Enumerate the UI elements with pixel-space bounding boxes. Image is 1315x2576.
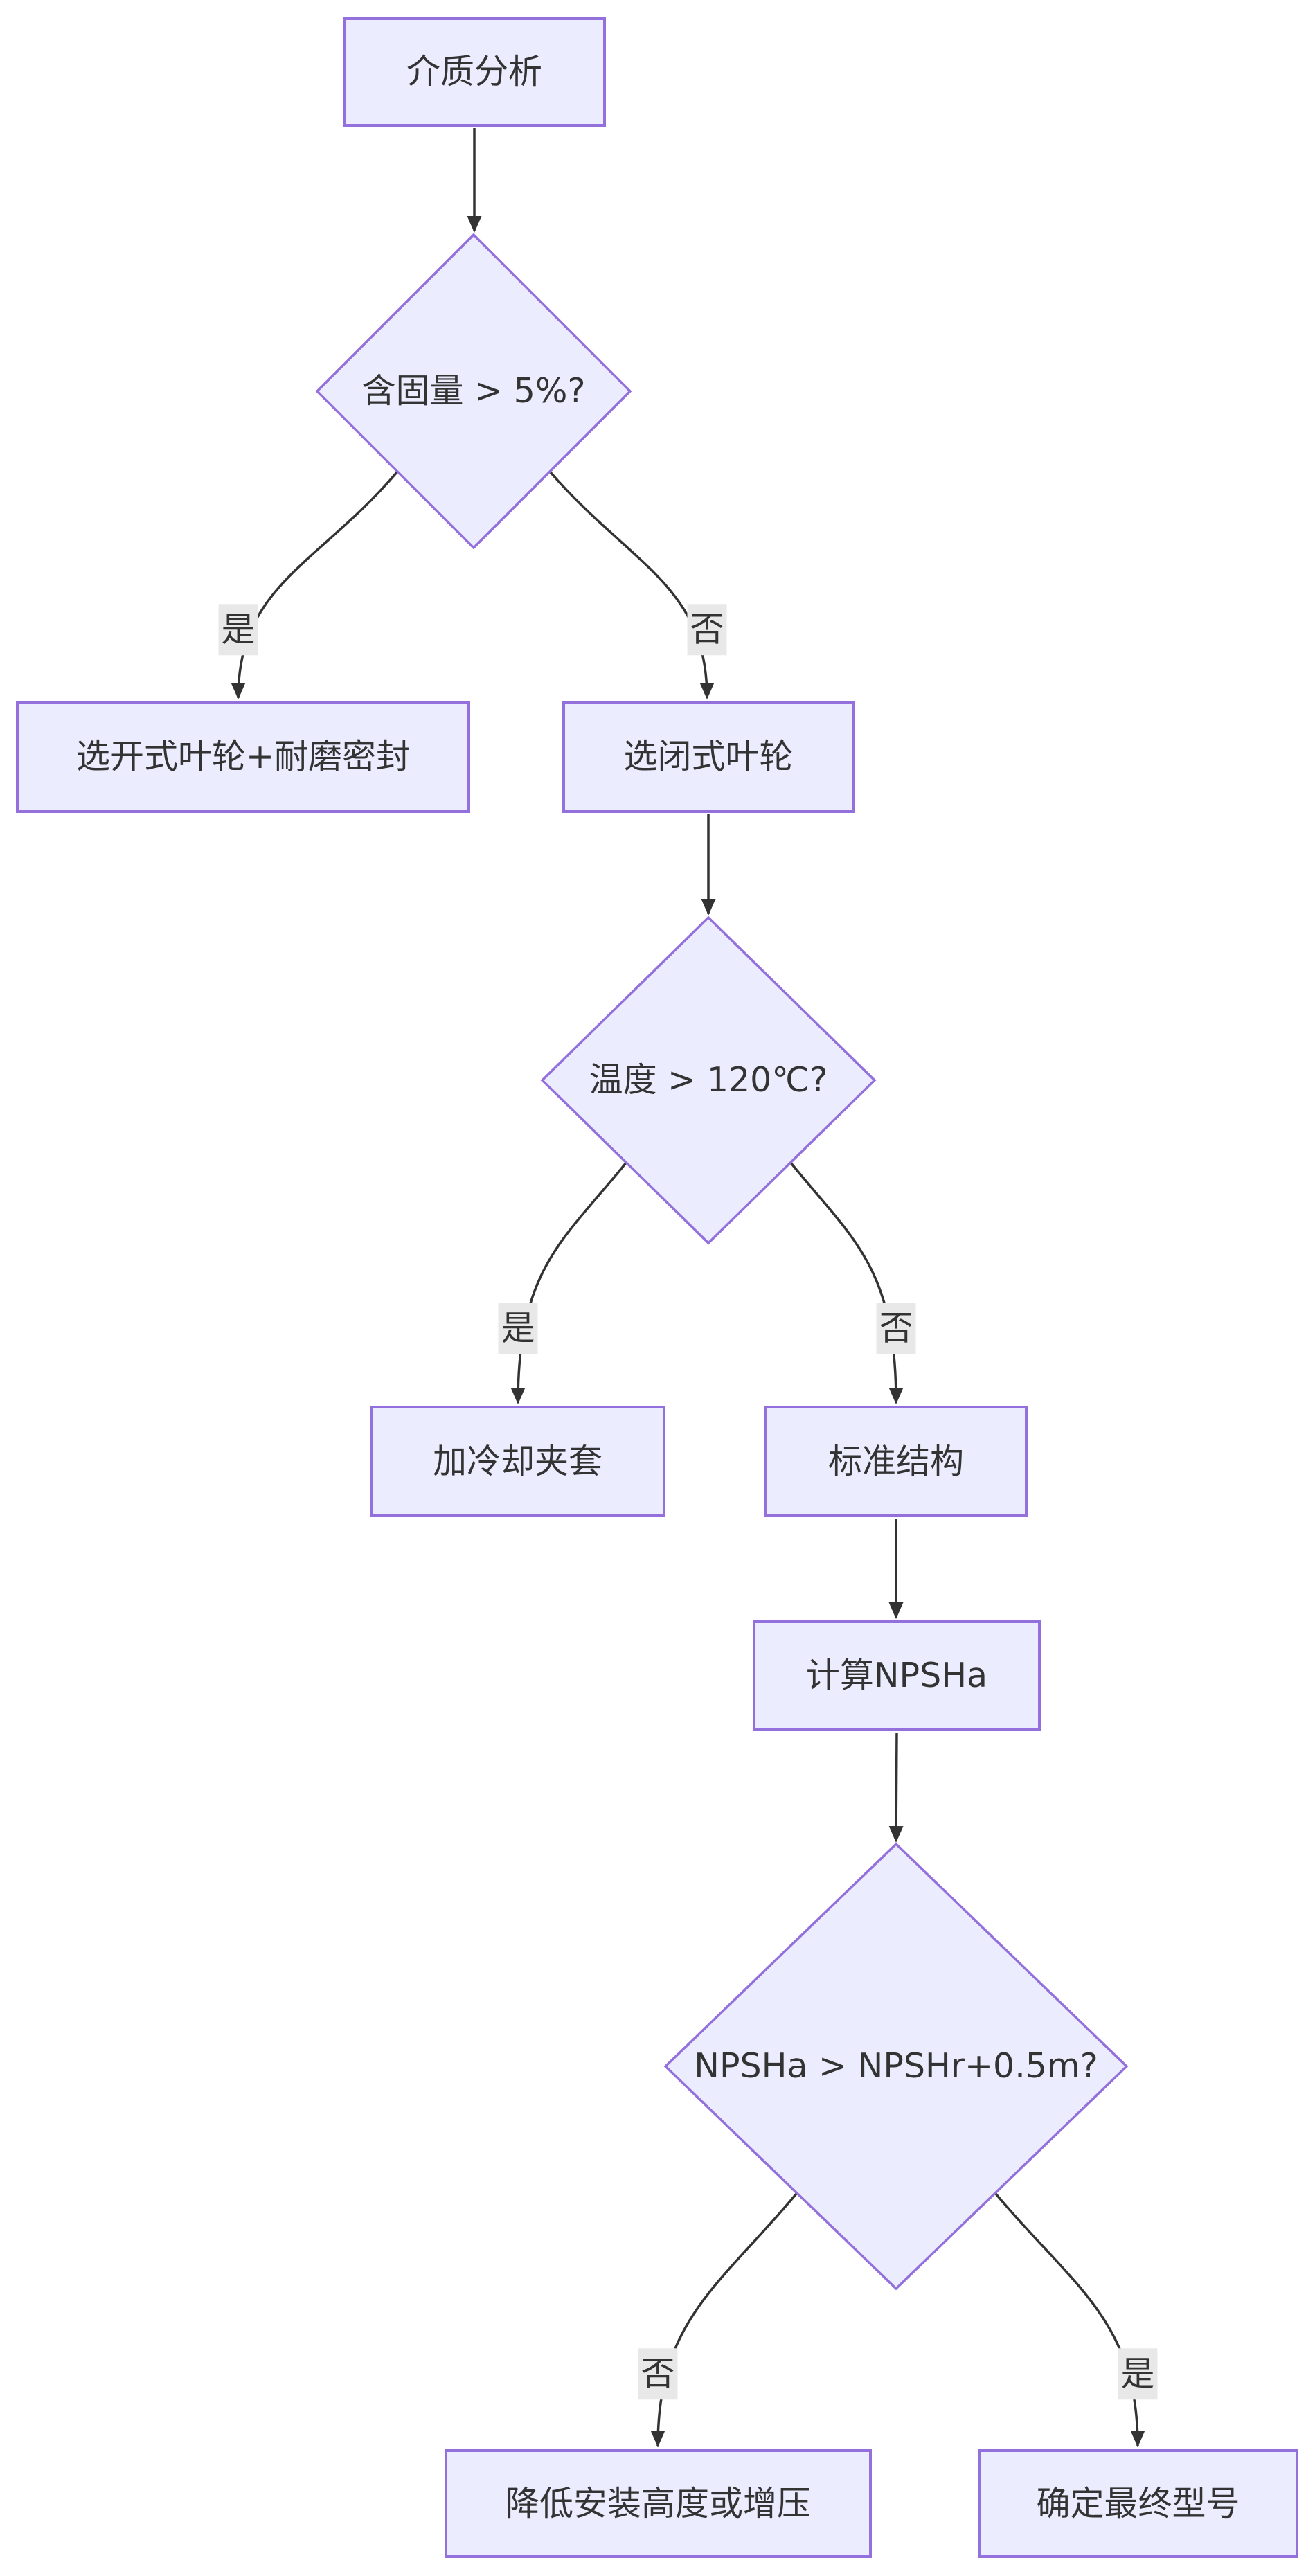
- edge-label-temp-no: 否: [876, 1303, 916, 1354]
- node-standard-structure: 标准结构: [764, 1406, 1028, 1517]
- node-cooling-jacket-label: 加冷却夹套: [432, 1441, 602, 1481]
- edge-temp-no-to-standard-structure: [789, 1161, 904, 1404]
- edge-solids-yes-to-open-impeller: [231, 470, 399, 699]
- node-lower-height-label: 降低安装高度或增压: [505, 2483, 811, 2523]
- edge-npsh-yes-to-final-model: [994, 2192, 1145, 2447]
- node-closed-impeller: 选闭式叶轮: [562, 701, 855, 813]
- node-open-impeller: 选开式叶轮+耐磨密封: [16, 701, 470, 813]
- edge-temp-yes-to-cooling-jacket: [510, 1161, 628, 1404]
- edge-label-npsh-no: 否: [638, 2348, 678, 2399]
- edge-label-temp-yes: 是: [498, 1303, 538, 1354]
- node-final-model: 确定最终型号: [978, 2449, 1298, 2558]
- node-calc-npsha: 计算NPSHa: [753, 1620, 1041, 1731]
- node-closed-impeller-label: 选闭式叶轮: [623, 737, 794, 777]
- edge-label-solids-no: 否: [687, 604, 727, 655]
- decision-npsh-shape: [663, 1842, 1129, 2291]
- edge-label-solids-yes: 是: [218, 604, 258, 655]
- node-start-label: 介质分析: [406, 52, 542, 92]
- node-start: 介质分析: [343, 17, 606, 127]
- edge-calc-npsha-to-npsh-decision: [888, 1732, 904, 1843]
- edge-npsh-no-to-lower-height: [650, 2192, 798, 2447]
- node-cooling-jacket: 加冷却夹套: [370, 1406, 665, 1517]
- node-standard-structure-label: 标准结构: [828, 1441, 964, 1481]
- node-open-impeller-label: 选开式叶轮+耐磨密封: [75, 737, 411, 777]
- node-final-model-label: 确定最终型号: [1036, 2483, 1240, 2523]
- edge-solids-no-to-closed-impeller: [548, 470, 715, 699]
- edge-label-npsh-yes: 是: [1118, 2348, 1158, 2399]
- decision-solids-shape: [315, 233, 632, 550]
- decision-temp-shape: [540, 915, 877, 1245]
- node-lower-height: 降低安装高度或增压: [445, 2449, 872, 2558]
- node-calc-npsha-label: 计算NPSHa: [805, 1656, 988, 1696]
